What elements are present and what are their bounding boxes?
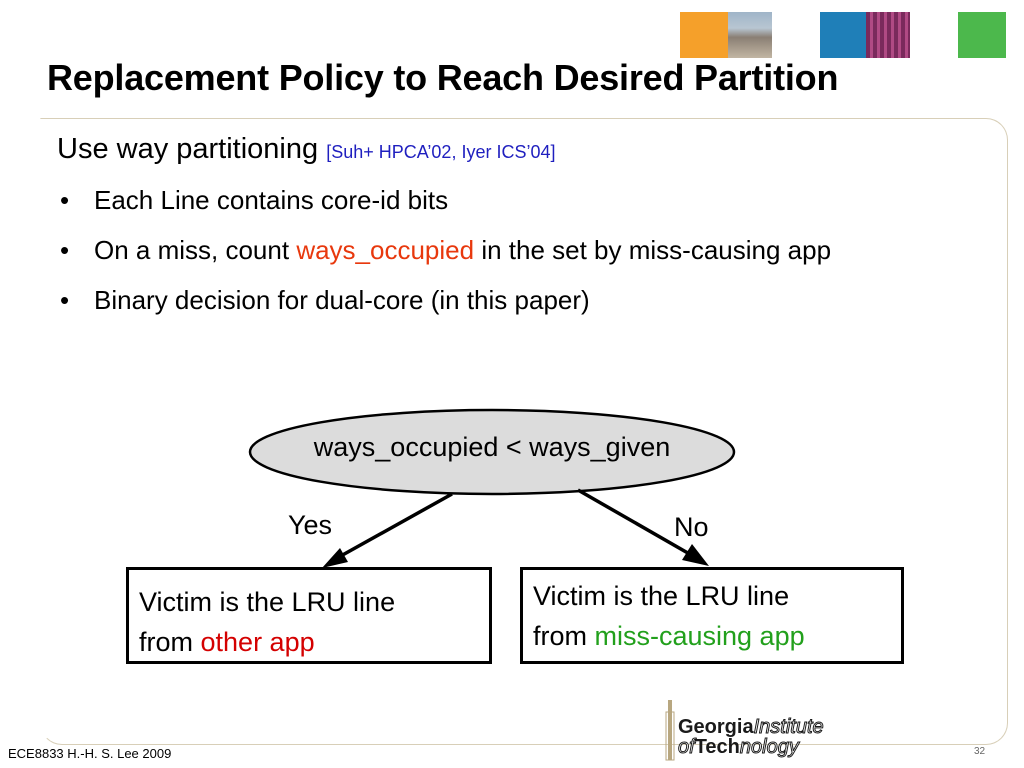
logo-text: Georgia <box>678 716 754 738</box>
box-highlight: miss-causing app <box>594 621 805 651</box>
no-label: No <box>674 512 709 542</box>
no-arrow <box>577 488 701 562</box>
bullet-icon: • <box>60 235 70 265</box>
box-line: from miss-causing app <box>533 616 891 656</box>
bullet-text: in the set by miss-causing app <box>474 235 832 265</box>
box-highlight: other app <box>200 627 315 657</box>
tower-icon <box>665 700 675 761</box>
citation: [Suh+ HPCA’02, Iyer ICS’04] <box>326 142 556 162</box>
building-photo-icon <box>728 12 772 58</box>
bullet-text: Binary decision for dual-core (in this p… <box>94 285 590 315</box>
bullet-highlight: ways_occupied <box>296 235 475 265</box>
list-item: • Binary decision for dual-core (in this… <box>60 280 970 320</box>
logo-line1: GeorgiaInstitute <box>678 716 824 739</box>
box-line: Victim is the LRU line <box>533 581 790 611</box>
logo-text: nology <box>739 736 799 759</box>
logo-text: Tech <box>694 736 740 758</box>
right-result-box: Victim is the LRU line from miss-causing… <box>520 567 904 664</box>
slide-heading: Use way partitioning [Suh+ HPCA’02, Iyer… <box>57 133 555 166</box>
orange-square-icon <box>680 12 728 58</box>
box-line: from other app <box>139 622 479 662</box>
yes-arrowhead <box>322 548 348 568</box>
bullet-text: Each Line contains core-id bits <box>94 185 449 215</box>
box-from: from <box>533 621 595 651</box>
logo-text: Institute <box>753 716 824 739</box>
georgia-tech-logo: GeorgiaInstitute ofTechnology <box>660 698 870 762</box>
box-line: Victim is the LRU line <box>139 587 396 617</box>
logo-text: of <box>678 736 696 759</box>
heading-text: Use way partitioning <box>57 133 319 165</box>
box-from: from <box>139 627 201 657</box>
list-item: • On a miss, count ways_occupied in the … <box>60 230 970 270</box>
condition-ellipse <box>248 408 736 496</box>
no-arrowhead <box>682 544 709 566</box>
green-square-icon <box>958 12 1006 58</box>
logo-line2: ofTechnology <box>678 736 800 759</box>
circuit-photo-icon <box>866 12 910 58</box>
slide-title: Replacement Policy to Reach Desired Part… <box>47 57 839 98</box>
page-number: 32 <box>974 746 986 757</box>
bullet-list: • Each Line contains core-id bits • On a… <box>60 180 970 330</box>
bullet-icon: • <box>60 185 70 215</box>
footer-text: ECE8833 H.-H. S. Lee 2009 <box>8 746 172 761</box>
bullet-icon: • <box>60 285 70 315</box>
list-item: • Each Line contains core-id bits <box>60 180 970 220</box>
bullet-text: On a miss, count <box>94 235 297 265</box>
left-result-box: Victim is the LRU line from other app <box>126 567 492 664</box>
blue-square-icon <box>820 12 868 58</box>
condition-text: ways_occupied < ways_given <box>313 432 671 462</box>
yes-arrow <box>329 492 453 564</box>
yes-label: Yes <box>288 510 333 540</box>
content-panel <box>40 118 1008 745</box>
